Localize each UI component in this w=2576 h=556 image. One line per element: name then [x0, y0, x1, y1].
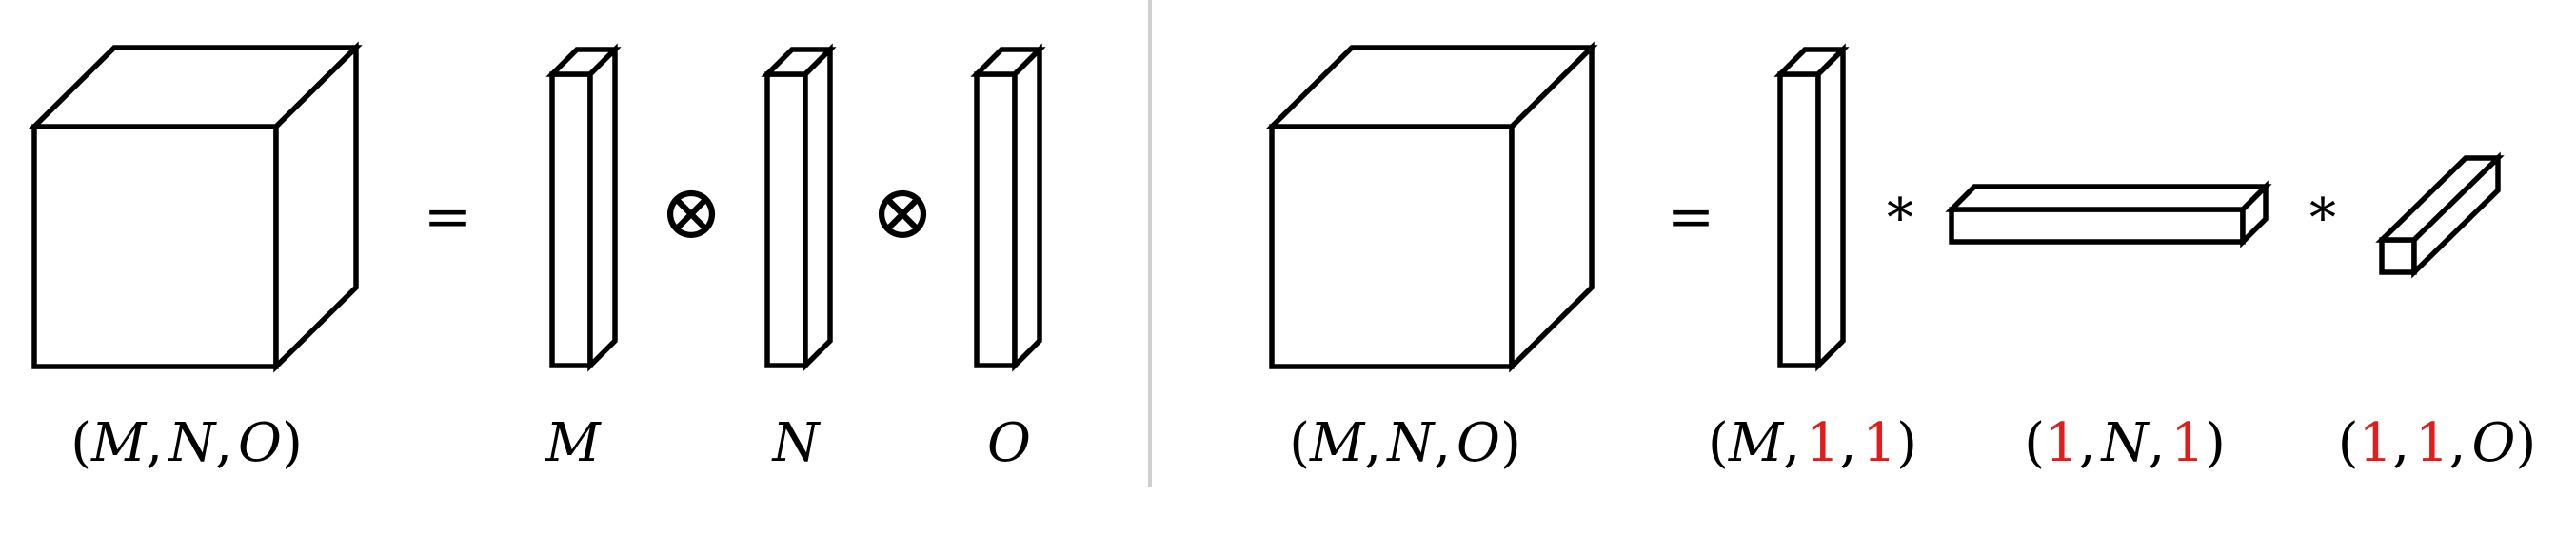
tensor-bar-m11	[1773, 43, 1850, 372]
vector-bar-n	[761, 43, 837, 372]
label-shape-m11: (M,1,1)	[1708, 412, 1917, 474]
label-tensor-shape-right: (M,N,O)	[1289, 412, 1521, 474]
vector-bar-o	[970, 43, 1046, 372]
multiply-operator-2: *	[2309, 188, 2336, 249]
multiply-operator-1: *	[1887, 188, 1913, 249]
label-vector-m: M	[545, 412, 602, 474]
outer-product-operator-1: ⊗	[659, 168, 723, 256]
tensor-bar-1n1	[1945, 180, 2272, 248]
outer-product-operator-2: ⊗	[870, 168, 934, 256]
label-shape-11o: (1,1,O)	[2338, 412, 2537, 474]
label-shape-1n1: (1,N,1)	[2024, 412, 2226, 474]
tensor-cube-left	[28, 41, 363, 373]
label-vector-o: O	[987, 412, 1031, 474]
equals-sign-right: =	[1667, 184, 1714, 250]
tensor-bar-11o	[2375, 151, 2505, 279]
left-panel: = ⊗ ⊗ (M,N,O) M N O	[28, 41, 1046, 474]
vector-bar-m	[545, 43, 622, 372]
label-vector-n: N	[771, 412, 822, 474]
right-panel: = * * (M,N,O) (M,1,1) (1,N,1	[1265, 41, 2537, 474]
equals-sign-left: =	[424, 184, 471, 250]
tensor-cube-right	[1265, 41, 1598, 373]
label-tensor-shape-left: (M,N,O)	[70, 412, 303, 474]
